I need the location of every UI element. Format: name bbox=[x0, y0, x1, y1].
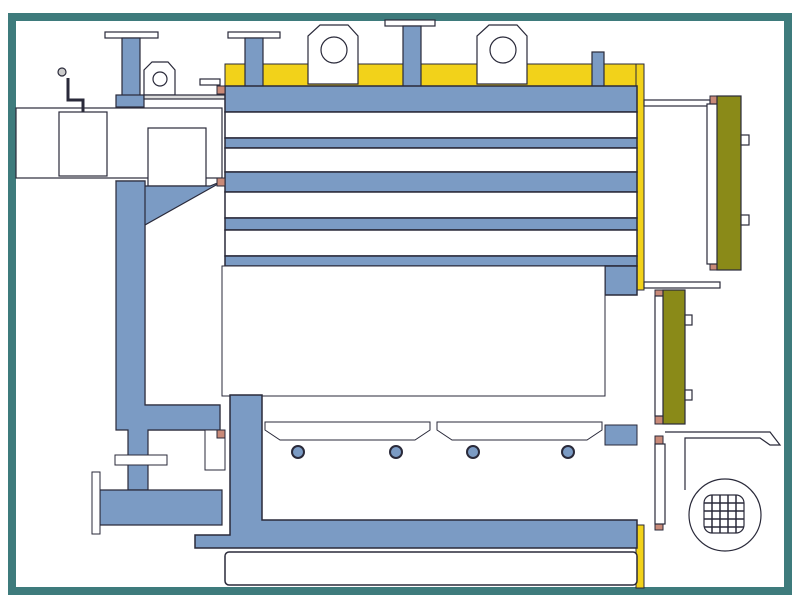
drain-valve bbox=[114, 454, 168, 466]
downcomer-leg bbox=[115, 180, 221, 491]
top-fittings bbox=[104, 19, 605, 109]
burner-fan bbox=[665, 431, 782, 552]
base-skid bbox=[224, 551, 638, 586]
flue-box bbox=[15, 67, 223, 187]
bottom-pipe bbox=[99, 489, 223, 526]
furnace bbox=[221, 265, 606, 397]
fire-tubes bbox=[224, 111, 638, 296]
bottom-flange bbox=[91, 471, 101, 535]
inspection-box bbox=[204, 429, 226, 471]
insulation bbox=[224, 63, 645, 589]
lower-shell bbox=[194, 394, 638, 549]
front-doors bbox=[643, 95, 750, 525]
lower-right-block bbox=[604, 424, 638, 446]
top-shell bbox=[224, 85, 638, 113]
grate bbox=[264, 421, 603, 459]
